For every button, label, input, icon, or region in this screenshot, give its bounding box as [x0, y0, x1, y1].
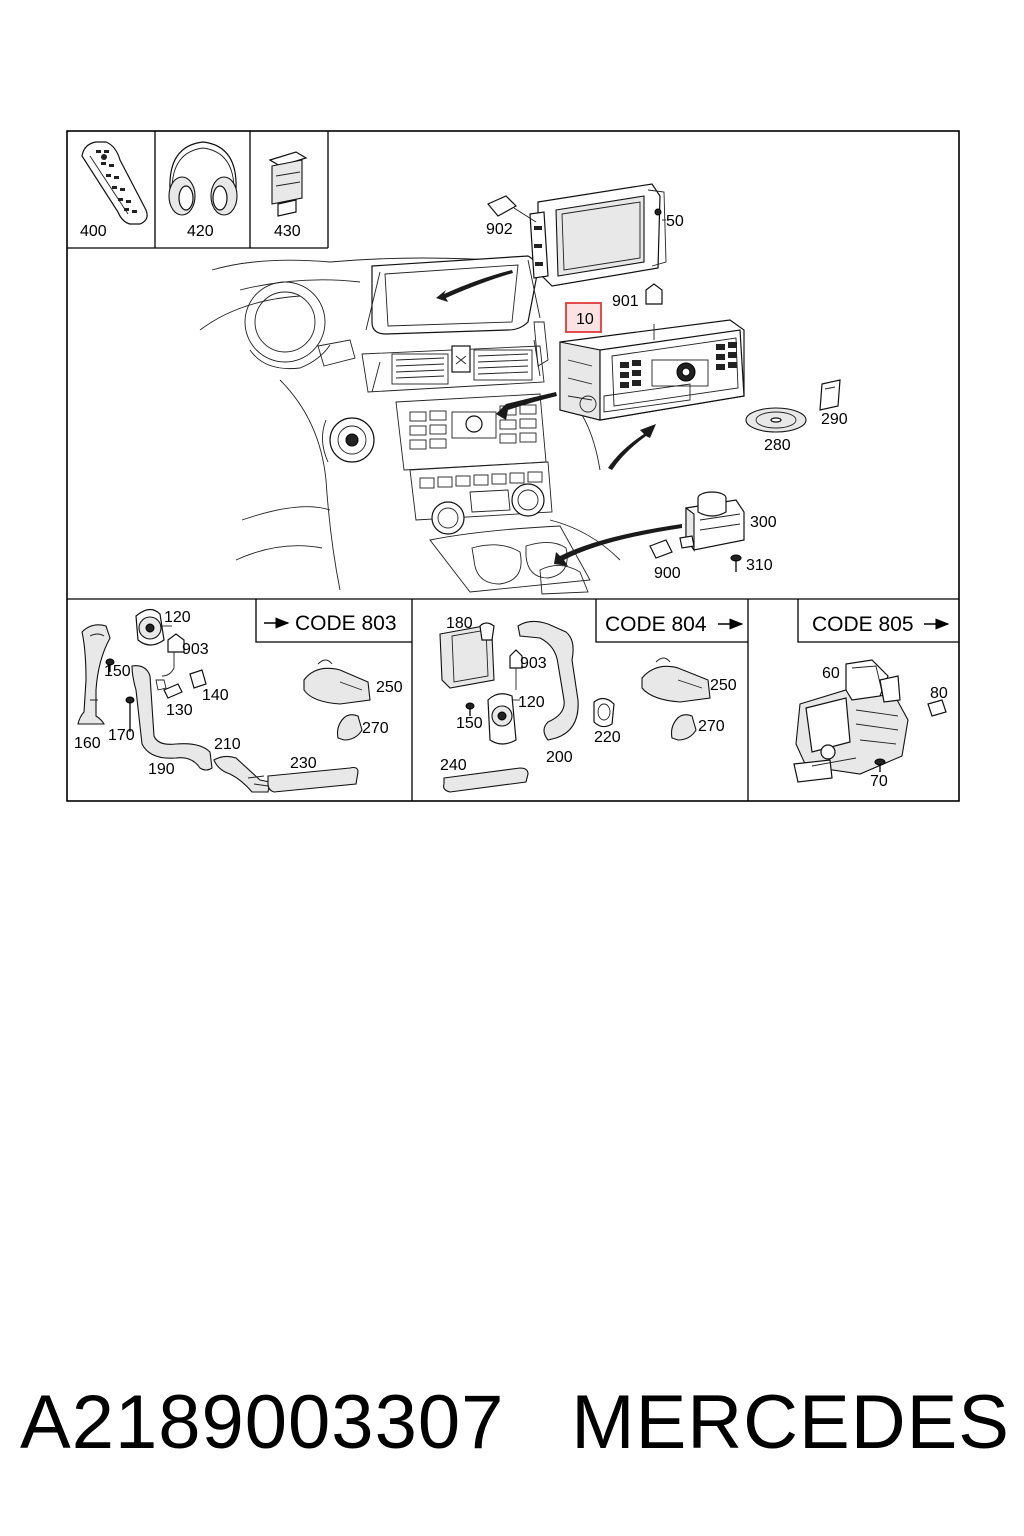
- callout-901: 901: [612, 293, 639, 310]
- callout-290: 290: [821, 411, 848, 428]
- callout-10: 10: [576, 311, 594, 328]
- thumb-400-label: 400: [80, 223, 107, 240]
- diagram-frame: [66, 130, 960, 802]
- display-unit-50: [529, 183, 667, 287]
- s805-70: 70: [870, 773, 888, 790]
- connector-icon: [268, 151, 308, 217]
- s803-160: 160: [74, 735, 101, 752]
- s804-240: 240: [440, 757, 467, 774]
- thumbnail-row: [67, 131, 329, 249]
- memory-card-290: [819, 379, 841, 411]
- s805-80: 80: [930, 685, 948, 702]
- callout-900: 900: [654, 565, 681, 582]
- code-804-label: CODE 804: [605, 613, 707, 636]
- disc-280: [745, 407, 807, 433]
- label-sticker-902: [487, 195, 517, 217]
- s803-170: 170: [108, 727, 135, 744]
- s804-903: 903: [520, 655, 547, 672]
- callout-280: 280: [764, 437, 791, 454]
- code-803-label: CODE 803: [295, 612, 397, 635]
- s804-200: 200: [546, 749, 573, 766]
- thumb-420-label: 420: [187, 223, 214, 240]
- remote-control-icon: [81, 141, 148, 225]
- s804-220: 220: [594, 729, 621, 746]
- brand-name: MERCEDES: [571, 1379, 1010, 1465]
- callout-310: 310: [746, 557, 773, 574]
- thumb-430-label: 430: [274, 223, 301, 240]
- s804-180: 180: [446, 615, 473, 632]
- controller-300: [679, 491, 745, 552]
- s804-270: 270: [698, 718, 725, 735]
- section-804-drawing: [439, 620, 711, 793]
- s804-120: 120: [518, 694, 545, 711]
- s805-60: 60: [822, 665, 840, 682]
- callout-300: 300: [750, 514, 777, 531]
- control-unit-10: [559, 319, 745, 421]
- s803-120: 120: [164, 609, 191, 626]
- s803-140: 140: [202, 687, 229, 704]
- s803-150: 150: [104, 663, 131, 680]
- callout-10-highlight: [565, 302, 602, 333]
- label-sticker-900: [649, 539, 673, 559]
- s803-903: 903: [182, 641, 209, 658]
- part-number: A2189003307: [20, 1379, 505, 1465]
- headphones-icon: [168, 141, 238, 216]
- footer: A2189003307 MERCEDES: [20, 1372, 1010, 1472]
- dashboard-drawing: [199, 255, 682, 595]
- section-803-drawing: [77, 608, 371, 793]
- label-sticker-901: [645, 283, 663, 305]
- code-805-label: CODE 805: [812, 613, 914, 636]
- s803-210: 210: [214, 736, 241, 753]
- s804-150: 150: [456, 715, 483, 732]
- section-805-drawing: [793, 659, 947, 783]
- s803-190: 190: [148, 761, 175, 778]
- s804-250: 250: [710, 677, 737, 694]
- s803-250: 250: [376, 679, 403, 696]
- callout-50: 50: [666, 213, 684, 230]
- s803-230: 230: [290, 755, 317, 772]
- callout-902: 902: [486, 221, 513, 238]
- s803-130: 130: [166, 702, 193, 719]
- s803-270: 270: [362, 720, 389, 737]
- screw-310: [730, 554, 742, 572]
